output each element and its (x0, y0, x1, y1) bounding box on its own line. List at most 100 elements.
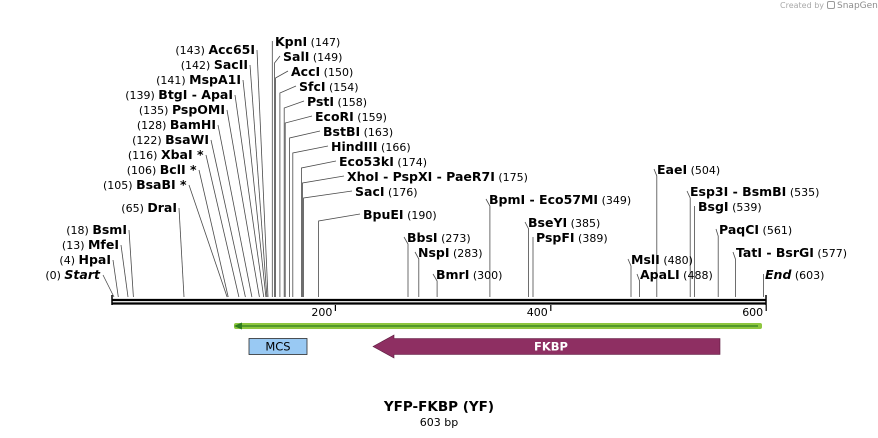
connector-bcli (198, 169, 229, 298)
site-position-acci: (150) (320, 66, 353, 79)
site-name-bcli: BclI * (160, 162, 197, 177)
site-position-saci: (176) (385, 186, 418, 199)
site-name-tati-bsrgi: TatI - BsrGI (736, 245, 814, 260)
connector-bmri (432, 273, 438, 297)
site-label-xbai[interactable]: (116) XbaI * (128, 147, 204, 162)
site-name-end: End (765, 267, 792, 282)
site-label-sali[interactable]: SalI (149) (283, 49, 342, 64)
site-position-esp3i-bsmbi: (535) (786, 186, 819, 199)
site-label-hpai[interactable]: (4) HpaI (59, 252, 111, 267)
site-label-btgi-apai[interactable]: (139) BtgI - ApaI (125, 87, 233, 102)
site-position-bbsi: (273) (438, 232, 471, 245)
site-label-bsgi[interactable]: BsgI (539) (698, 199, 762, 214)
site-label-bcli[interactable]: (106) BclI * (127, 162, 197, 177)
site-name-psti: PstI (307, 94, 334, 109)
site-label-ecori[interactable]: EcoRI (159) (315, 109, 387, 124)
site-label-bbsi[interactable]: BbsI (273) (407, 230, 471, 245)
connector-nspi (414, 251, 420, 297)
watermark-prefix: Created by (780, 1, 825, 10)
site-name-kpni: KpnI (275, 34, 307, 49)
site-label-pspomi[interactable]: (135) PspOMI (139, 102, 225, 117)
site-label-pspfi[interactable]: PspFI (389) (536, 230, 608, 245)
site-label-bpmi-eco57mi[interactable]: BpmI - Eco57MI (349) (489, 192, 631, 207)
site-position-bstbi: (163) (360, 126, 393, 139)
site-label-sacii[interactable]: (142) SacII (181, 57, 248, 72)
site-label-hindiii[interactable]: HindIII (166) (331, 139, 411, 154)
site-label-kpni[interactable]: KpnI (147) (275, 34, 340, 49)
site-label-apali[interactable]: ApaLI (488) (640, 267, 713, 282)
site-position-acc65i: (143) (175, 44, 208, 57)
site-name-pspomi: PspOMI (172, 102, 225, 117)
site-name-bsmi: BsmI (92, 222, 127, 237)
site-label-start[interactable]: (0) Start (45, 267, 101, 282)
site-label-bamhi[interactable]: (128) BamHI (137, 117, 216, 132)
connector-bsmi (128, 229, 134, 298)
site-name-paqci: PaqCI (719, 222, 759, 237)
site-label-bsawi[interactable]: (122) BsaWI (132, 132, 209, 147)
connector-bstbi (289, 130, 321, 297)
site-label-bmri[interactable]: BmrI (300) (436, 267, 502, 282)
site-label-bseyi[interactable]: BseYI (385) (528, 215, 600, 230)
site-name-msli: MslI (631, 252, 660, 267)
site-position-bamhi: (128) (137, 119, 170, 132)
site-position-drai: (65) (121, 202, 147, 215)
connector-bbsi (403, 236, 409, 297)
site-position-bmri: (300) (469, 269, 502, 282)
site-position-hindiii: (166) (378, 141, 411, 154)
site-label-psti[interactable]: PstI (158) (307, 94, 367, 109)
site-label-drai[interactable]: (65) DraI (121, 200, 177, 215)
site-label-bsabi[interactable]: (105) BsaBI * (103, 177, 187, 192)
fkbp-label: FKBP (534, 340, 568, 354)
site-label-bsmi[interactable]: (18) BsmI (66, 222, 127, 237)
site-label-tati-bsrgi[interactable]: TatI - BsrGI (577) (736, 245, 847, 260)
connector-paqci (715, 228, 719, 297)
connector-msli (627, 258, 632, 297)
connector-sali (274, 55, 281, 297)
site-label-acc65i[interactable]: (143) Acc65I (175, 42, 255, 57)
site-name-xhoi-pspxi-paer7i: XhoI - PspXI - PaeR7I (347, 169, 495, 184)
site-label-acci[interactable]: AccI (150) (291, 64, 353, 79)
site-name-drai: DraI (147, 200, 177, 215)
site-name-sali: SalI (283, 49, 309, 64)
site-name-bsawi: BsaWI (165, 132, 209, 147)
site-label-saci[interactable]: SacI (176) (355, 184, 418, 199)
dna-backbone (111, 295, 767, 305)
site-position-ecori: (159) (354, 111, 387, 124)
site-name-bpuei: BpuEI (363, 207, 404, 222)
site-label-nspi[interactable]: NspI (283) (418, 245, 483, 260)
site-name-acc65i: Acc65I (208, 42, 255, 57)
site-position-tati-bsrgi: (577) (814, 247, 847, 260)
connector-mspa1i (242, 79, 267, 298)
site-label-mspa1i[interactable]: (141) MspA1I (156, 72, 241, 87)
site-label-eaei[interactable]: EaeI (504) (657, 162, 720, 177)
site-label-paqci[interactable]: PaqCI (561) (719, 222, 792, 237)
site-name-bbsi: BbsI (407, 230, 438, 245)
connector-start (102, 274, 115, 298)
site-label-bpuei[interactable]: BpuEI (190) (363, 207, 437, 222)
site-label-msli[interactable]: MslI (480) (631, 252, 693, 267)
site-position-bpuei: (190) (404, 209, 437, 222)
connector-bsabi (188, 184, 228, 298)
site-name-bseyi: BseYI (528, 215, 567, 230)
site-name-bamhi: BamHI (170, 117, 216, 132)
fkbp-feature-arrow[interactable] (372, 334, 721, 359)
site-name-mfei: MfeI (88, 237, 119, 252)
mcs-feature[interactable] (248, 338, 308, 355)
site-position-eaei: (504) (687, 164, 720, 177)
site-label-esp3i-bsmbi[interactable]: Esp3I - BsmBI (535) (690, 184, 819, 199)
site-label-bstbi[interactable]: BstBI (163) (323, 124, 393, 139)
site-label-xhoi-pspxi-paer7i[interactable]: XhoI - PspXI - PaeR7I (175) (347, 169, 528, 184)
site-position-pspomi: (135) (139, 104, 172, 117)
connector-tati-bsrgi (732, 251, 736, 297)
site-label-eco53ki[interactable]: Eco53kI (174) (339, 154, 427, 169)
site-label-end[interactable]: End (603) (765, 267, 824, 282)
site-label-sfci[interactable]: SfcI (154) (299, 79, 359, 94)
site-label-mfei[interactable]: (13) MfeI (62, 237, 119, 252)
connector-eco53ki (300, 160, 337, 297)
site-position-xhoi-pspxi-paer7i: (175) (495, 171, 528, 184)
connector-esp3i-bsmbi (686, 190, 691, 297)
site-position-bseyi: (385) (567, 217, 600, 230)
tick-label-600: 600 (742, 306, 763, 319)
